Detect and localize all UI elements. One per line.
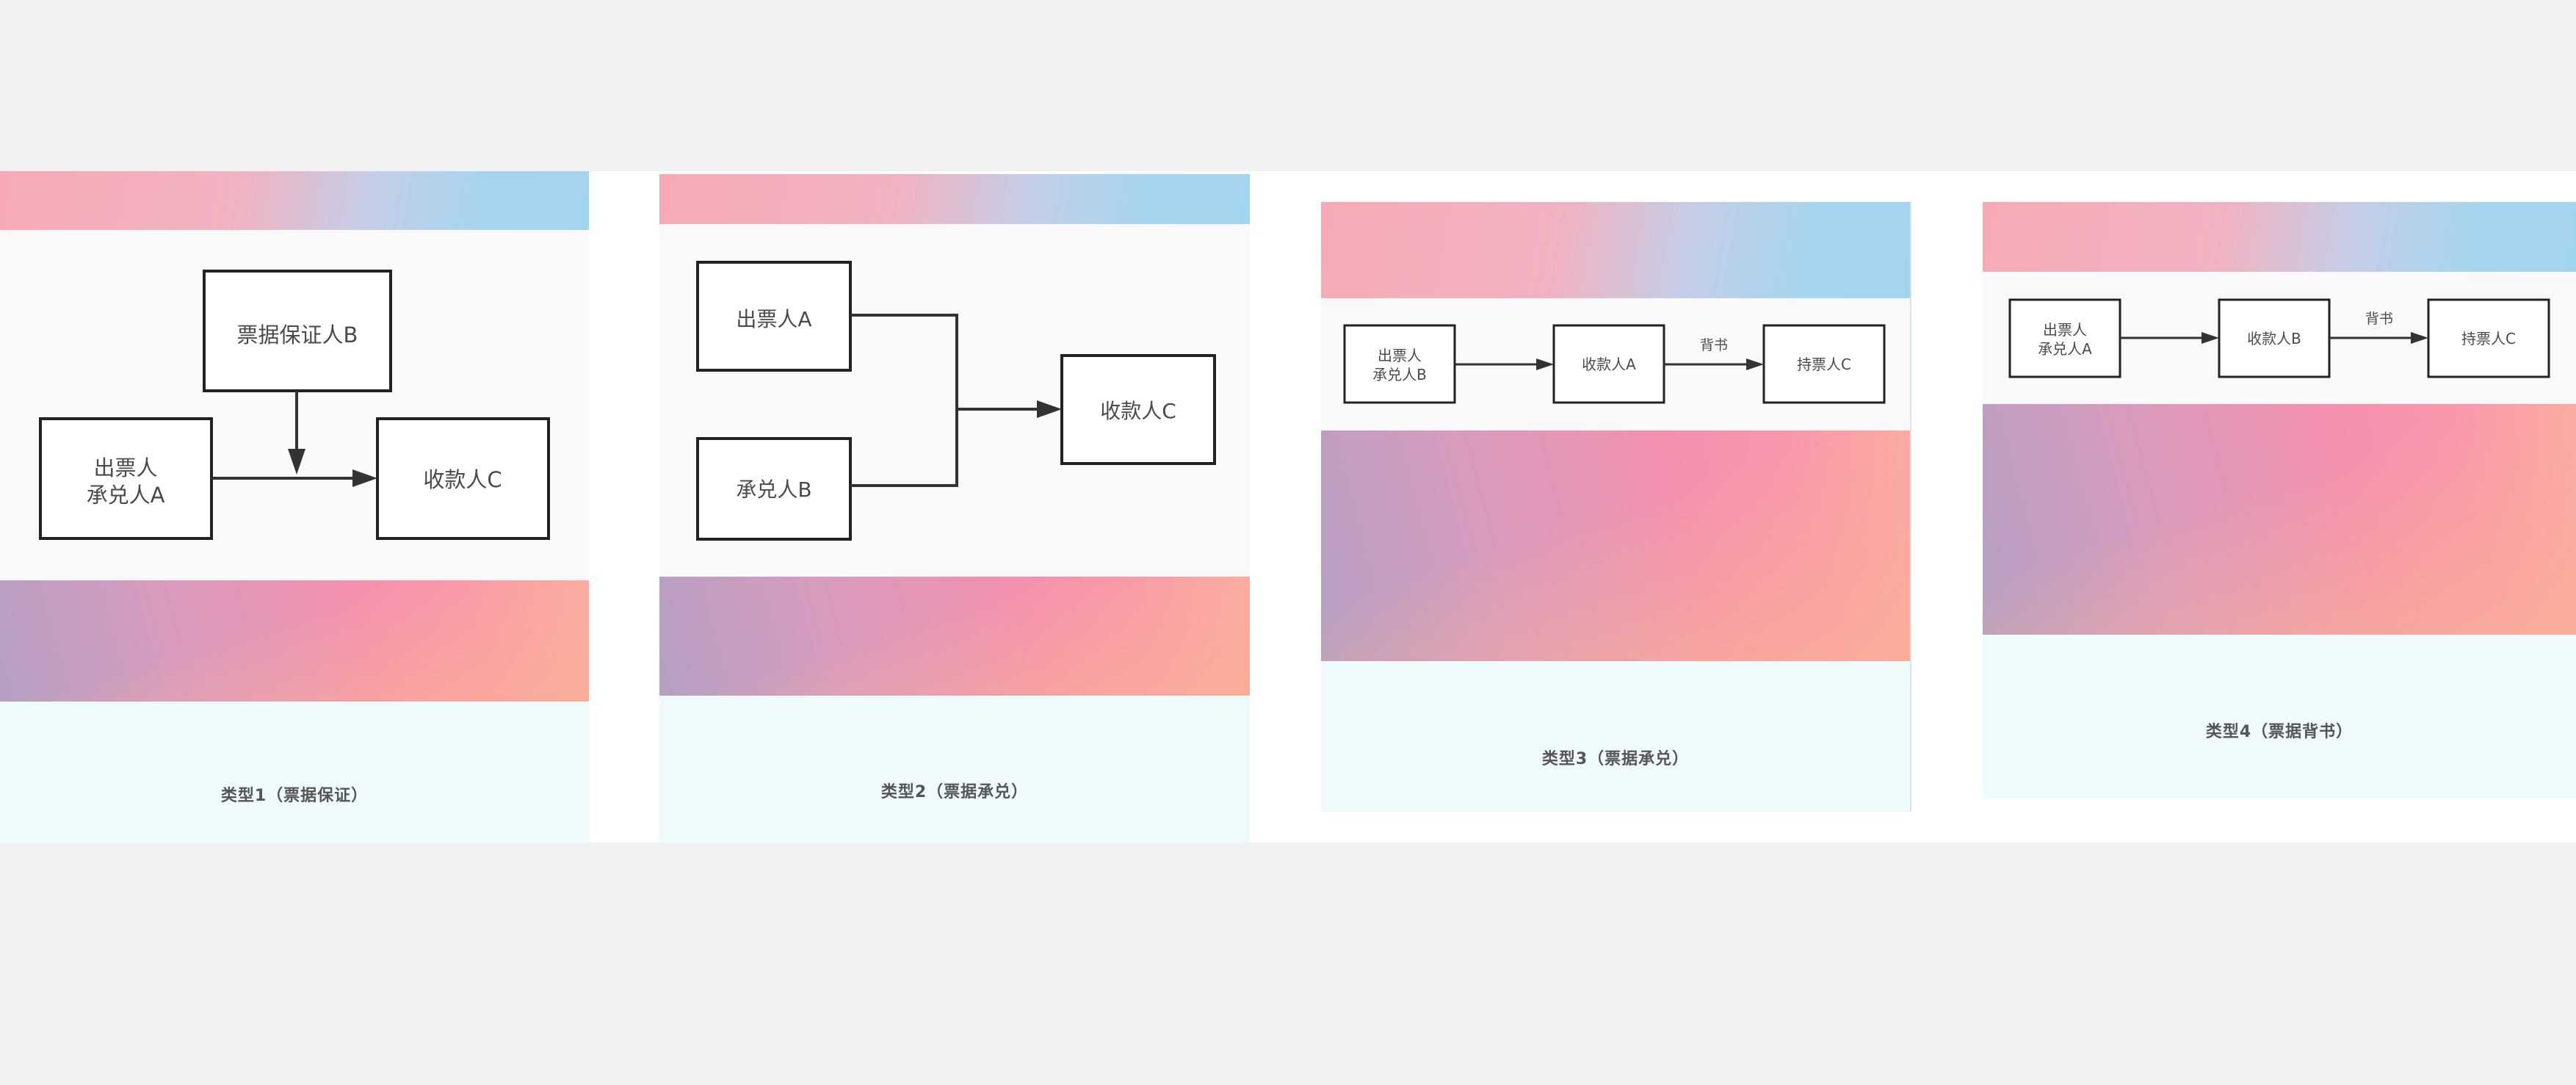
edge-merge-to-payee: [850, 314, 1062, 487]
edge-endorsement: 背书: [2329, 311, 2428, 344]
edge-guarantee: [288, 391, 305, 475]
edge-drawer-to-payee: [2120, 332, 2219, 344]
caption-area: [1983, 635, 2576, 799]
arrowhead: [2411, 332, 2428, 344]
node-drawer: 出票人A: [696, 261, 852, 372]
node-drawer-label-line2: 承兑人A: [2038, 340, 2092, 358]
arrowhead: [288, 449, 305, 475]
caption: 类型4（票据背书）: [2205, 723, 2354, 741]
node-payee: 收款人C: [1060, 354, 1216, 465]
node-payee: 收款人C: [376, 417, 550, 540]
caption-area: [659, 696, 1250, 843]
node-holder: 持票人C: [1762, 324, 1886, 404]
node-drawer-label-line2: 承兑人A: [87, 483, 165, 508]
top-gradient-band: [1983, 202, 2576, 272]
diagram-type2: 出票人A 承兑人B 收款人C: [696, 261, 1216, 541]
gradient-band: [0, 580, 589, 702]
arrowhead: [1037, 400, 1062, 418]
node-drawer-label-line1: 出票人: [2043, 321, 2087, 339]
caption-area: [0, 702, 589, 843]
diagram-type3: 出票人 承兑人B 收款人A 持票人C 背书: [1343, 324, 1886, 404]
top-gradient-band: [0, 171, 589, 230]
edge-label: 背书: [1700, 337, 1728, 353]
node-drawer-label-line1: 出票人: [93, 455, 157, 480]
caption: 类型1（票据保证）: [220, 787, 369, 805]
card-type3[interactable]: 出票人 承兑人B 收款人A 持票人C 背书 类型3（票据承兑）: [1321, 202, 1911, 812]
arrowhead: [1746, 358, 1764, 370]
node-holder-label: 持票人C: [2461, 330, 2516, 347]
edge-drawer-to-payee: [1455, 358, 1554, 370]
edge-endorsement: 背书: [1664, 337, 1764, 370]
card-type2[interactable]: 出票人A 承兑人B 收款人C 类型2（票据承兑）: [659, 174, 1250, 843]
gradient-band: [1983, 404, 2576, 635]
edge-label: 背书: [2365, 311, 2393, 327]
node-guarantor: 票据保证人B: [203, 270, 392, 392]
node-holder-label: 持票人C: [1797, 356, 1851, 373]
node-payee-label: 收款人B: [2247, 330, 2301, 347]
diagram-type4: 出票人 承兑人A 收款人B 持票人C 背书: [2008, 298, 2550, 378]
gradient-band: [659, 577, 1250, 696]
caption-area: [1321, 661, 1910, 812]
node-payee-label: 收款人C: [1100, 399, 1176, 423]
node-drawer-label: 出票人A: [736, 307, 811, 331]
node-drawer-label-line2: 承兑人B: [1372, 366, 1427, 383]
node-drawer-acceptor: 出票人 承兑人A: [2008, 298, 2121, 378]
arrowhead: [352, 469, 377, 487]
node-payee: 收款人B: [2218, 298, 2331, 378]
card-type4[interactable]: 出票人 承兑人A 收款人B 持票人C 背书 类型4（票据背书）: [1983, 202, 2576, 799]
node-guarantor-label: 票据保证人B: [237, 322, 358, 347]
diagram-type1: 票据保证人B 出票人 承兑人A 收款人C: [39, 270, 550, 540]
arrowhead: [1536, 358, 1554, 370]
top-gradient-band: [1321, 202, 1910, 298]
caption: 类型2（票据承兑）: [880, 783, 1029, 801]
node-payee-label: 收款人C: [423, 467, 502, 492]
node-payee-label: 收款人A: [1582, 356, 1636, 373]
node-payee: 收款人A: [1552, 324, 1665, 404]
top-gradient-band: [659, 174, 1250, 224]
node-acceptor: 承兑人B: [696, 437, 852, 541]
arrowhead: [2201, 332, 2219, 344]
node-acceptor-label: 承兑人B: [736, 477, 811, 502]
card-type1-arrows: [211, 391, 377, 487]
card-type1[interactable]: 票据保证人B 出票人 承兑人A 收款人C 类型1（票据保证）: [0, 171, 589, 843]
edge-drawer-to-payee: [211, 469, 377, 487]
node-drawer-label-line1: 出票人: [1378, 347, 1422, 364]
node-drawer-acceptor: 出票人 承兑人B: [1343, 324, 1456, 404]
caption: 类型3（票据承兑）: [1541, 750, 1690, 768]
node-holder: 持票人C: [2427, 298, 2550, 378]
gradient-band: [1321, 430, 1910, 661]
node-drawer-acceptor: 出票人 承兑人A: [39, 417, 213, 540]
